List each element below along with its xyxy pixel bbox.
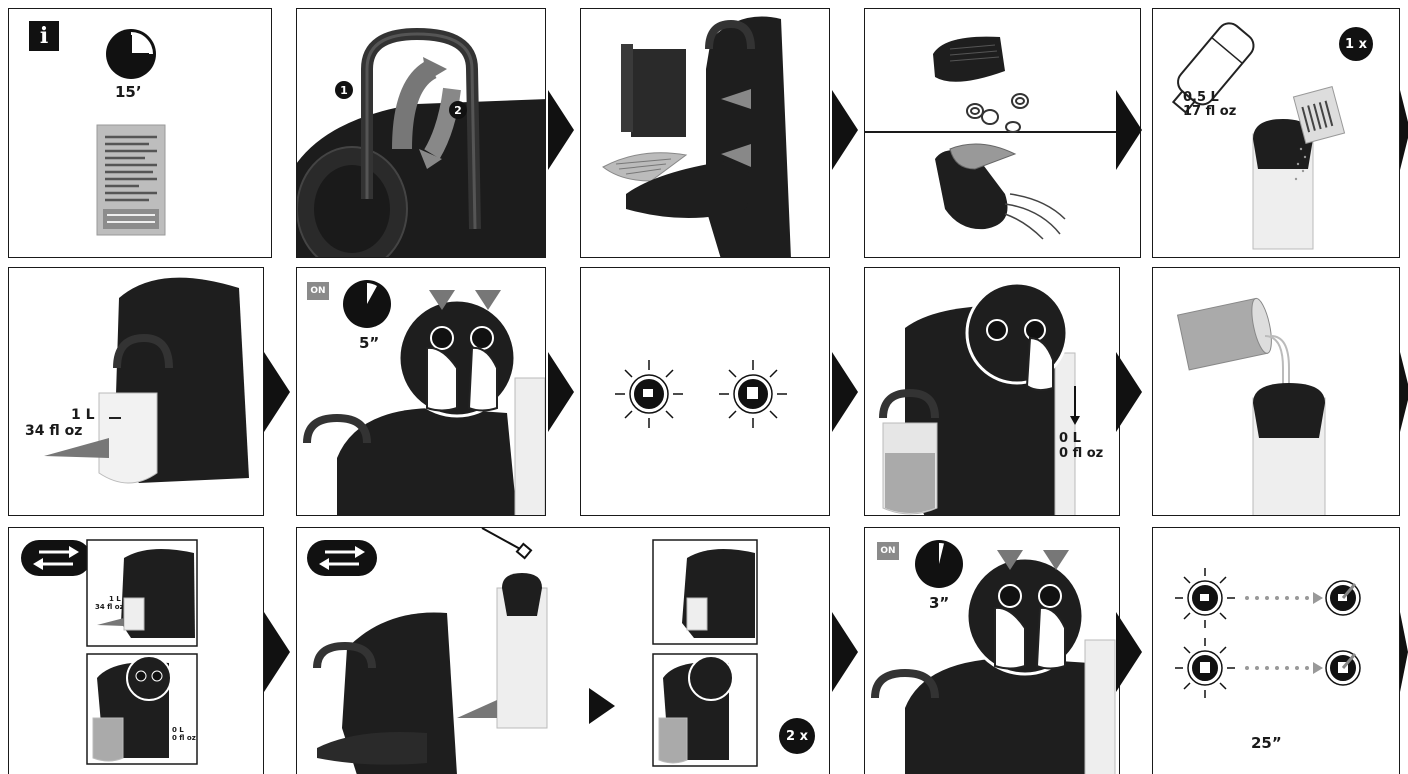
empty-volume-metric: 0 L — [1059, 432, 1081, 445]
arrow-icon — [548, 352, 574, 432]
pour-illustration — [1153, 268, 1400, 516]
cup-button-icon — [581, 268, 830, 516]
mini-empty-metric: 0 L — [172, 727, 184, 734]
arrow-icon — [264, 612, 290, 692]
panel-add-descaler: 0.5 L 17 fl oz 1 x — [1152, 8, 1400, 258]
mini-empty-imperial: 0 fl oz — [172, 735, 196, 742]
arrow-icon — [832, 352, 858, 432]
panel-repeat-steps: 1 L 34 fl oz 0 L 0 fl oz — [8, 527, 264, 774]
panel-empty-capsules — [864, 8, 1141, 258]
panel-info: i 15’ — [8, 8, 272, 258]
parts-illustration — [581, 9, 830, 258]
panel-refill-repeat: 2 x — [296, 527, 830, 774]
manual-icon — [9, 9, 272, 258]
mini-volume-imperial: 34 fl oz — [95, 604, 124, 611]
panel-lift-lever: 1 2 — [296, 8, 546, 258]
panel-press-buttons-exit: ON 3” — [864, 527, 1120, 774]
step-1-badge: 1 — [335, 81, 353, 99]
step-2-badge: 2 — [449, 101, 467, 119]
arrow-icon — [1116, 90, 1142, 170]
tank-volume-imperial: 17 fl oz — [1183, 105, 1236, 118]
machine-illustration — [297, 9, 546, 258]
panel-pour-back — [1152, 267, 1400, 516]
finger-press-icon — [865, 528, 1120, 774]
panel-exit-lights: 25” — [1152, 527, 1400, 774]
arrow-icon — [832, 90, 858, 170]
arrow-icon — [832, 612, 858, 692]
once-badge: 1 x — [1339, 27, 1373, 61]
arrow-icon — [548, 90, 574, 170]
tank-volume-metric: 0.5 L — [1183, 91, 1219, 104]
twice-badge: 2 x — [779, 718, 815, 754]
panel-remove-parts — [580, 8, 830, 258]
panel-place-container: 1 L 34 fl oz — [8, 267, 264, 516]
empty-volume-imperial: 0 fl oz — [1059, 447, 1103, 460]
capsule-container-illustration — [865, 9, 1141, 258]
arrow-icon — [1116, 352, 1142, 432]
water-volume-metric: 1 L — [71, 408, 95, 422]
water-volume-imperial: 34 fl oz — [25, 424, 82, 438]
finger-press-icon — [865, 268, 1120, 516]
arrow-icon — [1116, 612, 1142, 692]
panel-blinking-lights — [580, 267, 830, 516]
panel-run-until-empty: 0 L 0 fl oz — [864, 267, 1120, 516]
mini-volume-metric: 1 L — [109, 596, 121, 603]
arrow-icon — [264, 352, 290, 432]
final-time-label: 25” — [1251, 736, 1282, 751]
machine-illustration — [9, 268, 264, 516]
arrow-icon — [1400, 352, 1408, 432]
arrow-icon — [1400, 90, 1408, 170]
finger-press-icon — [297, 268, 546, 516]
panel-press-buttons: ON 5” — [296, 267, 546, 516]
arrow-icon — [1400, 612, 1408, 692]
